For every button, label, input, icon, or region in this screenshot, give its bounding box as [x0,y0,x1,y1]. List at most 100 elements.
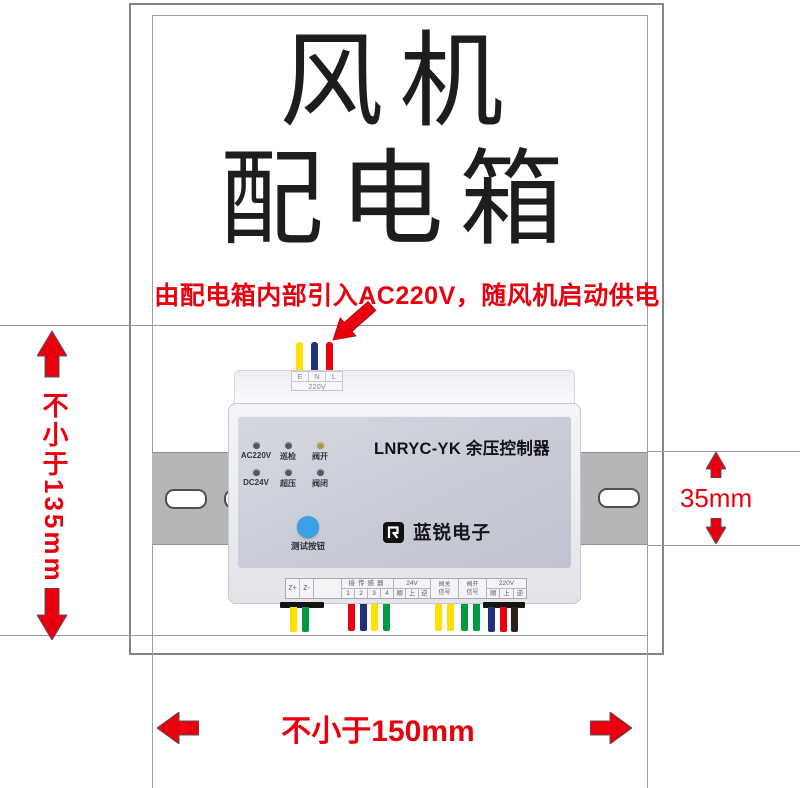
terminal-section-valve-open: 阀开 信号 [458,579,486,598]
terminal-section-spacer [313,579,341,598]
power-source-annotation: 由配电箱内部引入AC220V，随风机启动供电 [154,282,660,310]
connector-bar [280,602,324,608]
bottom-wire [473,604,480,631]
brand-row: 蓝锐电子 [383,519,491,545]
dim-right-label: 35mm [679,483,753,513]
led-label: 阀开 [312,452,328,461]
dim-line-35-top [647,451,800,452]
v24-cells: 顺 上 逆 [394,588,430,598]
sensor-2: 2 [355,589,368,598]
terminal-z-plus: Z+ [286,579,300,598]
bottom-wire [290,607,297,632]
bottom-wire [383,604,390,631]
dim-bottom-left-arrow-icon [157,712,199,744]
led-patrol: 巡检 [272,442,304,462]
dim-bottom-label: 不小于150mm [281,715,475,748]
bottom-wire [447,604,454,631]
bottom-wire [302,607,309,632]
overpressure-led-icon [284,469,292,476]
dim-left-up-arrow-icon [37,330,67,378]
connector-bar [483,602,525,608]
valve-open-line1: 阀开 [466,581,479,588]
patrol-led-icon [284,442,292,449]
led-overpressure: 超压 [272,469,304,489]
bottom-wire [488,607,495,632]
v24-reverse: 逆 [421,590,428,597]
bottom-terminal-strip: Z+ Z- 接传感器 1 2 3 4 24V 顺 上 逆 阀关 信号 [285,578,527,599]
bottom-wire [348,604,355,631]
valve-close-line2: 信号 [438,589,451,596]
top-wire [296,342,303,371]
bottom-wire [371,604,378,631]
valve-open-line2: 信号 [466,589,479,596]
v220-reverse: 逆 [516,590,524,597]
power-terminal-row: E N L [292,372,342,381]
sensor-1: 1 [342,589,355,598]
power-input-terminal: E N L 220V [291,371,343,391]
valve-open-led-icon [316,442,324,449]
led-label: DC24V [243,478,269,487]
terminal-section-220v: 220V 顺 上 逆 [486,579,526,598]
top-wire [311,342,318,371]
box-title-line1: 风机 [279,20,520,142]
terminal-section-sensor: 接传感器 1 2 3 4 [341,579,393,598]
v24-ground: 上 [406,589,419,598]
dim-right-up-arrow-icon [706,452,726,478]
controller-faceplate [238,416,571,568]
top-wire [326,342,333,371]
terminal-voltage-label: 220V [292,381,342,391]
terminal-l: L [331,372,337,381]
controller-top-cap [234,370,575,404]
sensor-title: 接传感器 [348,580,387,587]
test-button-label: 测试按钮 [290,541,325,551]
valve-close-line1: 阀关 [438,581,451,588]
mounting-area-outline [152,15,648,788]
bottom-wire [461,604,468,631]
v220-ground: 上 [500,589,514,598]
rail-slot-hole [598,488,640,508]
terminal-z-minus: Z- [303,585,310,592]
led-valve-open: 阀开 [304,442,336,462]
v24-title: 24V [406,580,418,587]
dim-line-35-bottom [647,545,800,546]
led-valve-closed: 阀闭 [304,469,336,489]
valve-closed-led-icon [316,469,324,476]
dim-left-label: 不小于135mm [39,392,69,584]
dim-line-135-top [0,325,647,326]
led-ac220v: AC220V [240,442,272,462]
led-label: 超压 [280,479,296,488]
test-button [297,516,319,538]
v24-forward: 顺 [394,589,407,598]
sensor-cells: 1 2 3 4 [342,588,393,598]
dim-right-down-arrow-icon [706,518,726,544]
dim-bottom-right-arrow-icon [590,712,632,744]
dim-left-down-arrow-icon [37,588,67,640]
brand-logo-icon [383,521,404,543]
led-label: 阀闭 [312,479,328,488]
terminal-n: N [309,372,326,381]
led-indicator-grid: AC220V 巡检 阀开 DC24V 超压 阀闭 [240,442,336,489]
terminal-section-valve-close: 阀关 信号 [430,579,458,598]
bottom-wire [500,607,507,632]
sensor-4: 4 [385,590,389,597]
v220-forward: 顺 [487,589,501,598]
ac220v-led-icon [252,442,260,449]
led-label: 巡检 [280,452,296,461]
brand-name: 蓝锐电子 [413,522,492,543]
bottom-wire [435,604,442,631]
box-title-line2: 配电箱 [219,138,580,260]
terminal-section-z: Z+ Z- [286,579,313,598]
v220-title: 220V [498,580,515,587]
v220-cells: 顺 上 逆 [487,588,526,598]
led-label: AC220V [240,451,272,460]
terminal-e: E [292,372,309,381]
distribution-box-outline [129,3,664,655]
bottom-wire [511,607,518,632]
bottom-wire [360,604,367,631]
controller-model-title: LNRYC-YK 余压控制器 [374,440,550,458]
sensor-3: 3 [368,589,381,598]
box-title: 风机 配电箱 [152,22,647,258]
dc24v-led-icon [252,469,260,476]
rail-slot-hole [165,489,207,509]
